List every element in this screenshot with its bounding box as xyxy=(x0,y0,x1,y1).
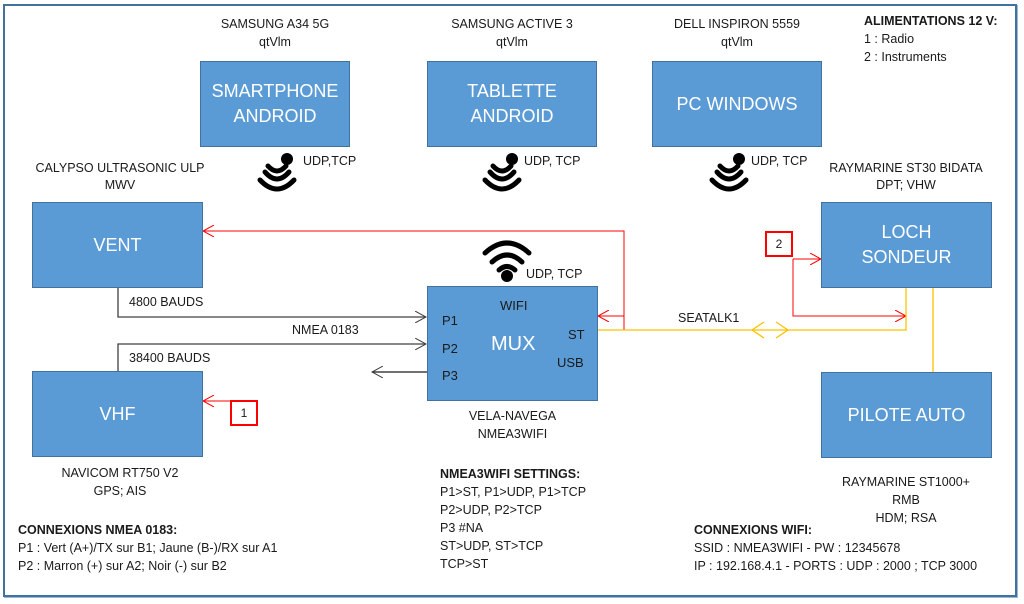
mux-vendor: VELA-NAVEGA xyxy=(468,409,557,423)
vhf-baud: 38400 BAUDS xyxy=(129,351,211,365)
diagram-frame xyxy=(3,4,1017,597)
power-legend-item: 1 : Radio xyxy=(864,32,915,46)
wifi-connections-title: CONNEXIONS WIFI: xyxy=(694,523,813,537)
vent-baud: 4800 BAUDS xyxy=(129,295,204,309)
pc-software: qtVlm xyxy=(721,35,753,49)
loch-model: RAYMARINE ST30 BIDATA xyxy=(829,161,983,175)
power-wire-vent xyxy=(203,231,625,330)
tablet-software: qtVlm xyxy=(496,35,528,49)
vent-sentences: MWV xyxy=(104,178,136,192)
loch-line2: SONDEUR xyxy=(861,247,952,267)
tablet-model: SAMSUNG ACTIVE 3 xyxy=(451,17,573,31)
vhf-model: NAVICOM RT750 V2 xyxy=(61,466,179,480)
pilote-model: RAYMARINE ST1000+ xyxy=(842,475,970,489)
vent-box: VENT xyxy=(32,202,203,288)
mux-protocol: UDP, TCP xyxy=(526,267,583,281)
wifi-connections-line: IP : 192.168.4.1 - PORTS : UDP : 2000 ; … xyxy=(694,559,978,573)
pilote-sentences-1: RMB xyxy=(892,493,920,507)
vent-model: CALYPSO ULTRASONIC ULP xyxy=(35,161,205,175)
seatalk-wire-main xyxy=(598,287,907,331)
smartphone-line1: SMARTPHONE xyxy=(211,81,339,101)
settings-title: NMEA3WIFI SETTINGS: xyxy=(440,467,581,481)
smartphone-android-box: SMARTPHONE ANDROID xyxy=(200,61,350,147)
tablet-protocol: UDP, TCP xyxy=(524,154,581,168)
nmea-connections-block: CONNEXIONS NMEA 0183: P1 : Vert (A+)/TX … xyxy=(18,521,277,575)
mux-box: WIFI P1 P2 P3 ST USB MUX xyxy=(427,286,598,401)
power-wire-loch-seatalk xyxy=(792,259,906,316)
tablet-android-box: TABLETTE ANDROID xyxy=(427,61,597,147)
mux-model: NMEA3WIFI xyxy=(477,427,548,441)
mux-wifi-icon xyxy=(482,240,532,282)
mux-port-wifi: WIFI xyxy=(500,298,528,313)
pilote-label: PILOTE AUTO xyxy=(847,404,966,425)
settings-line: P1>ST, P1>UDP, P1>TCP xyxy=(440,485,587,499)
loch-line1: LOCH xyxy=(881,222,932,242)
nmea-connections-line: P2 : Marron (+) sur A2; Noir (-) sur B2 xyxy=(18,559,227,573)
wire-vhf-to-p2 xyxy=(117,344,426,372)
wifi-signal-icon xyxy=(482,153,522,192)
tablet-line1: TABLETTE xyxy=(467,81,557,101)
nmea-link-label: NMEA 0183 xyxy=(292,323,359,337)
wifi-connections-block: CONNEXIONS WIFI: SSID : NMEA3WIFI - PW :… xyxy=(694,521,977,575)
nmea-connections-line: P1 : Vert (A+)/TX sur B1; Jaune (B-)/RX … xyxy=(18,541,278,555)
power-legend: ALIMENTATIONS 12 V: 1 : Radio 2 : Instru… xyxy=(864,12,998,66)
settings-line: ST>UDP, ST>TCP xyxy=(440,539,544,553)
vhf-label: VHF xyxy=(99,403,136,424)
pc-protocol: UDP, TCP xyxy=(751,154,808,168)
tablet-line2: ANDROID xyxy=(470,106,554,126)
power-legend-item: 2 : Instruments xyxy=(864,50,947,64)
settings-line: P2>UDP, P2>TCP xyxy=(440,503,542,517)
seatalk-link-label: SEATALK1 xyxy=(678,311,740,325)
loch-sentences: DPT; VHW xyxy=(876,178,936,192)
pilote-auto-box: PILOTE AUTO xyxy=(821,372,992,458)
mux-port-p3: P3 xyxy=(442,368,458,383)
smartphone-line2: ANDROID xyxy=(233,106,317,126)
wifi-connections-line: SSID : NMEA3WIFI - PW : 12345678 xyxy=(694,541,901,555)
power-legend-title: ALIMENTATIONS 12 V: xyxy=(864,14,998,28)
pc-windows-box: PC WINDOWS xyxy=(652,61,822,147)
vent-label: VENT xyxy=(93,234,142,255)
pc-line1: PC WINDOWS xyxy=(676,93,798,114)
smartphone-model: SAMSUNG A34 5G xyxy=(220,17,330,31)
power-badge-1: 1 xyxy=(230,400,258,426)
wifi-signal-icon xyxy=(709,153,749,192)
settings-line: P3 #NA xyxy=(440,521,484,535)
mux-port-p1: P1 xyxy=(442,313,458,328)
mux-port-st: ST xyxy=(568,327,585,342)
settings-line: TCP>ST xyxy=(440,557,489,571)
nmea3wifi-settings-block: NMEA3WIFI SETTINGS: P1>ST, P1>UDP, P1>TC… xyxy=(440,465,586,573)
smartphone-protocol: UDP,TCP xyxy=(303,154,357,168)
vhf-sentences: GPS; AIS xyxy=(93,484,147,498)
wire-vent-to-p1 xyxy=(117,287,426,317)
mux-title: MUX xyxy=(491,333,536,355)
mux-port-usb: USB xyxy=(557,355,584,370)
mux-port-p2: P2 xyxy=(442,341,458,356)
pc-model: DELL INSPIRON 5559 xyxy=(674,17,800,31)
power-badge-2: 2 xyxy=(765,231,793,257)
pilote-sentences-2: HDM; RSA xyxy=(875,511,937,525)
vhf-box: VHF xyxy=(32,371,203,457)
loch-sondeur-box: LOCH SONDEUR xyxy=(821,202,992,288)
nmea-connections-title: CONNEXIONS NMEA 0183: xyxy=(18,523,178,537)
smartphone-software: qtVlm xyxy=(259,35,291,49)
wifi-signal-icon xyxy=(257,153,297,192)
seatalk-bidirectional-icon xyxy=(751,321,789,339)
